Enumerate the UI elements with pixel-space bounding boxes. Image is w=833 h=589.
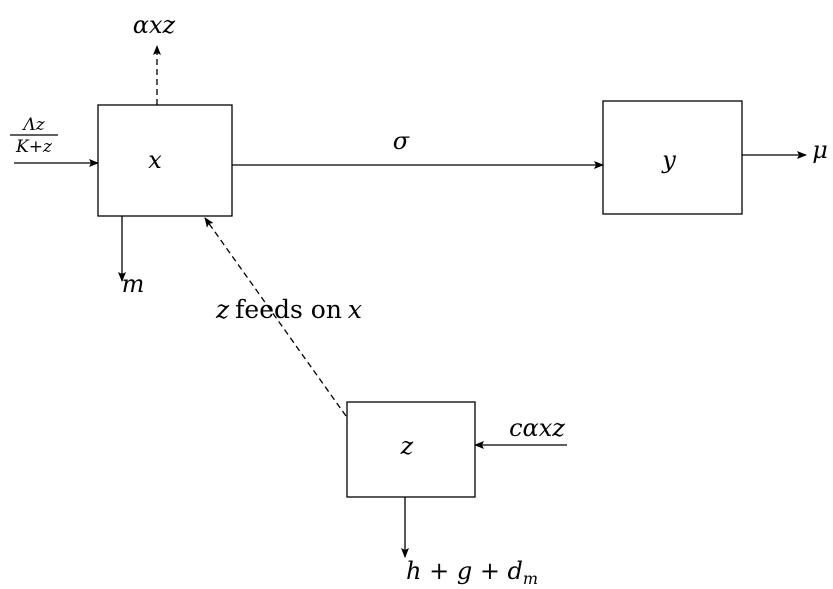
outflow-top-x-label: αxz xyxy=(133,11,176,39)
outflow-z-subscript: m xyxy=(523,569,538,588)
compartment-y-label: y xyxy=(661,146,676,174)
transfer-x-y-label: σ xyxy=(393,127,410,155)
feeding-var1: z xyxy=(215,295,230,324)
feeding-text: feeds on xyxy=(235,295,342,324)
compartment-x-label: x xyxy=(148,146,162,174)
compartment-z-label: z xyxy=(400,432,414,460)
outflow-y-label: μ xyxy=(812,136,828,164)
outflow-z-label: h + g + dm xyxy=(406,557,538,588)
feeding-var2: x xyxy=(348,295,362,324)
compartment-y-box xyxy=(602,100,743,215)
compartment-z-box xyxy=(346,401,476,498)
mortality-x-label: m xyxy=(122,270,145,298)
compartment-x-box xyxy=(97,104,233,217)
feeding-arrow xyxy=(204,217,347,417)
inflow-z-label: cαxz xyxy=(509,414,565,442)
inflow-x-numerator: Λz xyxy=(21,115,45,135)
inflow-x-denominator: K+z xyxy=(15,137,53,157)
outflow-z-main: h + g + d xyxy=(406,557,523,585)
